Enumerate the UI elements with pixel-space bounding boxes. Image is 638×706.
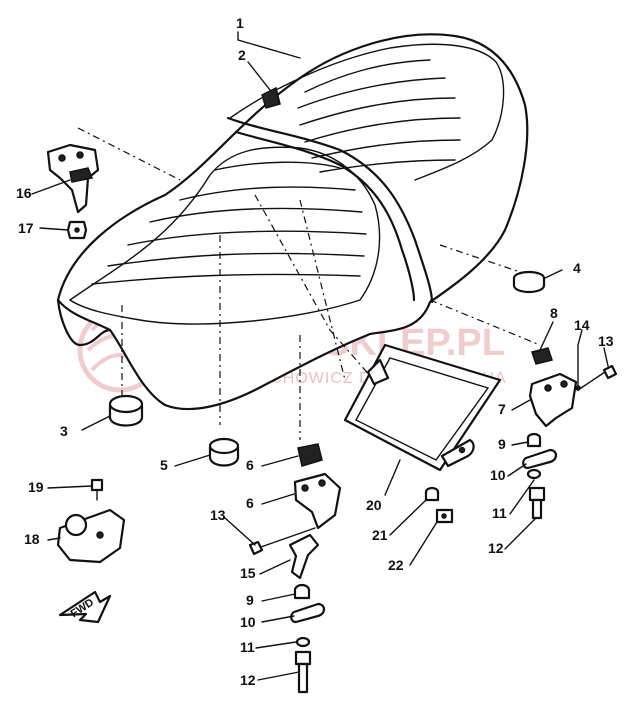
callout-18: 18 xyxy=(24,531,40,547)
callout-13-right: 13 xyxy=(598,333,614,349)
rubber-damper-5 xyxy=(208,437,240,467)
seat-catch xyxy=(261,86,281,109)
rubber-damper-3 xyxy=(108,394,144,427)
forward-arrow: FWD xyxy=(58,590,112,624)
callout-6-lower: 6 xyxy=(246,495,254,511)
callout-6-upper: 6 xyxy=(246,457,254,473)
bolt-13-right xyxy=(577,364,618,391)
callout-5: 5 xyxy=(160,457,168,473)
bolt-12-right xyxy=(528,486,546,520)
callout-1: 1 xyxy=(236,15,244,31)
seat-outline xyxy=(56,33,529,411)
bolt-17 xyxy=(66,220,88,240)
seat-lock-18 xyxy=(56,508,126,564)
callout-14: 14 xyxy=(574,317,590,333)
rubber-damper-4 xyxy=(512,270,546,294)
callout-3: 3 xyxy=(60,423,68,439)
callout-19: 19 xyxy=(28,479,44,495)
callout-9-center: 9 xyxy=(246,592,254,608)
callout-13-center: 13 xyxy=(210,507,226,523)
bolt-12-center xyxy=(294,650,312,694)
callout-8: 8 xyxy=(550,305,558,321)
seat-rear-top xyxy=(229,43,505,181)
seat-strap-edge xyxy=(234,130,416,302)
screw-22 xyxy=(435,508,454,524)
alignment-lines xyxy=(77,127,541,440)
callout-17: 17 xyxy=(18,220,34,236)
washer-11-center xyxy=(295,636,311,648)
plate-frame-20 xyxy=(343,343,502,472)
damper-8-right xyxy=(531,347,553,365)
callout-9-right: 9 xyxy=(498,436,506,452)
callout-10-center: 10 xyxy=(240,614,256,630)
callout-leaders xyxy=(31,31,609,681)
bolt-13-center xyxy=(248,527,316,556)
washer-11-right xyxy=(526,468,542,480)
callout-16: 16 xyxy=(16,185,32,201)
collar-9-right xyxy=(526,432,542,448)
screw-19 xyxy=(90,478,104,501)
collar-9-center xyxy=(293,583,311,600)
hook-15 xyxy=(288,533,320,580)
callout-20: 20 xyxy=(366,497,382,513)
callout-numbers: 1 2 3 4 5 6 6 7 8 9 9 10 10 11 11 12 12 … xyxy=(16,15,614,688)
collar-21 xyxy=(424,486,440,502)
callout-12-center: 12 xyxy=(240,672,256,688)
seat-base xyxy=(56,298,112,347)
seat-strap xyxy=(226,116,434,304)
seat-front-top xyxy=(68,146,381,325)
callout-15: 15 xyxy=(240,565,256,581)
plate-10-right xyxy=(522,448,558,470)
callout-11-center: 11 xyxy=(240,639,255,655)
plate-10-center xyxy=(290,602,326,624)
damper-8-center xyxy=(297,443,323,467)
callout-4: 4 xyxy=(573,260,581,276)
callout-11-right: 11 xyxy=(492,505,507,521)
latch-bracket-16 xyxy=(46,143,100,214)
seat-front-pleats xyxy=(91,161,367,285)
callout-22: 22 xyxy=(388,557,404,573)
seat-assembly xyxy=(56,33,529,411)
callout-2: 2 xyxy=(238,47,246,63)
callout-12-right: 12 xyxy=(488,540,504,556)
bracket-7 xyxy=(528,372,578,428)
callout-10-right: 10 xyxy=(490,467,506,483)
bracket-6-center xyxy=(293,472,342,530)
callout-21: 21 xyxy=(372,527,388,543)
seat-rear-pleats xyxy=(297,59,461,173)
callout-7: 7 xyxy=(498,401,506,417)
